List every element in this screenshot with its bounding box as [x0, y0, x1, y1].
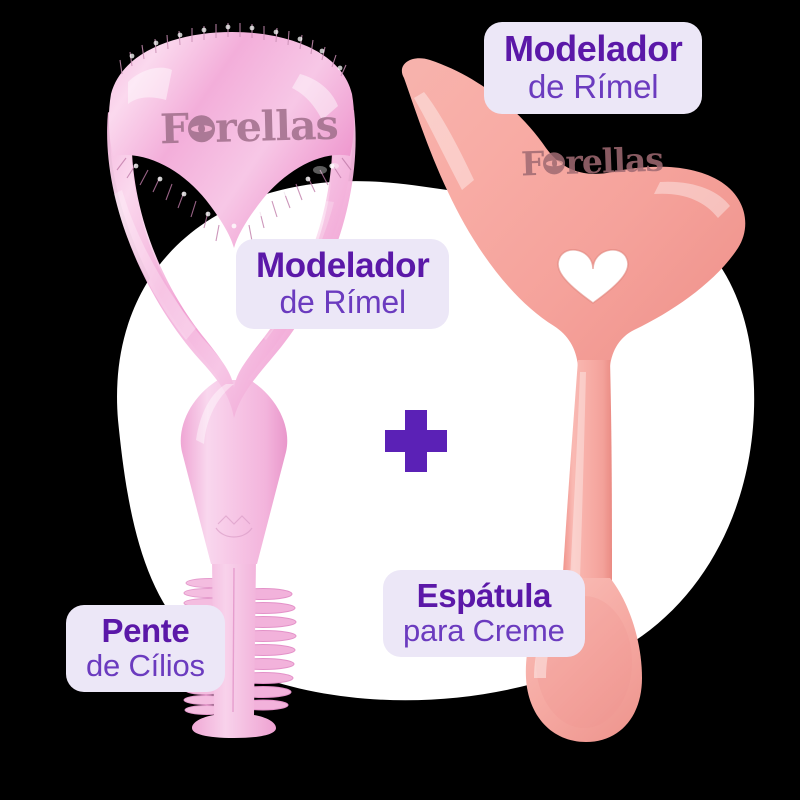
plus-bar-vertical — [405, 410, 427, 472]
plus-separator-icon — [385, 410, 447, 472]
brand-letters-rest: rellas — [214, 100, 339, 152]
spatula-gloss — [414, 92, 730, 218]
callout-modelador-de-rimel-top: Modelador de Rímel — [484, 22, 703, 115]
brand-letter-f: F — [159, 104, 189, 154]
shield-plate — [108, 32, 355, 248]
heart-cutout-icon — [557, 249, 629, 304]
shield-gloss — [128, 67, 339, 174]
spatula-handle — [562, 360, 612, 590]
brand-letter-f: F — [520, 143, 545, 184]
callout-pente-de-cilios: Pente de Cílios — [66, 605, 225, 693]
callout-line1: Espátula — [416, 577, 552, 614]
comb-teeth-inner-beads — [133, 163, 335, 229]
callout-line2: de Cílios — [86, 647, 205, 683]
spatula-handle-gloss — [570, 372, 586, 580]
callout-line2: de Rímel — [527, 67, 659, 105]
callout-line1: Modelador — [256, 246, 430, 285]
brand-letters-rest: rellas — [564, 139, 664, 182]
callout-line1: Pente — [101, 612, 190, 649]
callout-espatula-para-creme: Espátula para Creme — [383, 570, 585, 658]
callout-modelador-de-rimel-mid: Modelador de Rímel — [236, 239, 450, 330]
comb-teeth-inner-arch — [116, 157, 352, 242]
handle — [180, 380, 288, 564]
handle-gloss — [196, 384, 234, 444]
shield-arms-body — [107, 110, 356, 418]
eye-lash-icon — [187, 114, 216, 143]
comb-teeth-top-beads — [129, 24, 343, 71]
callout-line2: de Rímel — [279, 283, 406, 320]
spatula-head — [401, 58, 746, 367]
callout-line2: para Creme — [403, 612, 565, 648]
handle-emboss-mark — [215, 515, 253, 538]
eye-lash-icon — [543, 151, 566, 175]
callout-line1: Modelador — [504, 28, 683, 69]
